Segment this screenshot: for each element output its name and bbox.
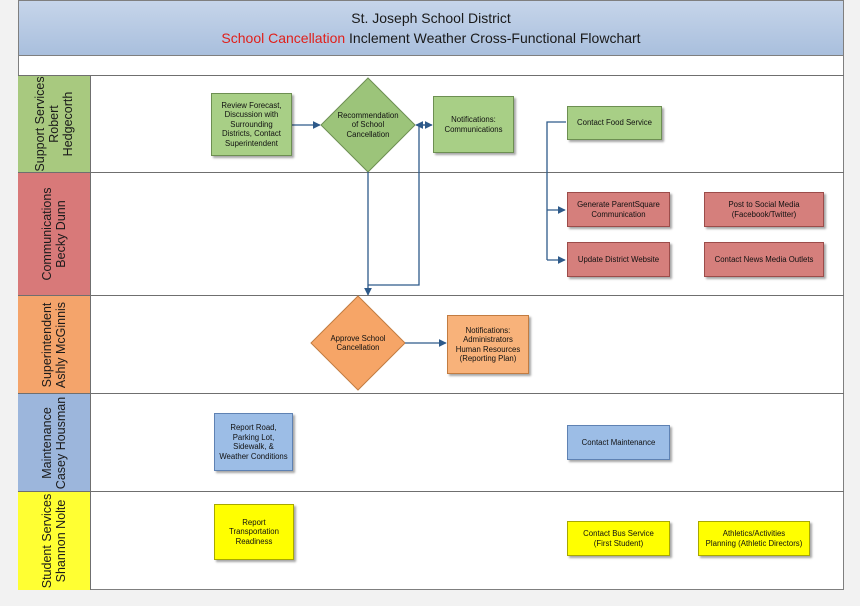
lane-support-services: Support Services Robert Hedgecorth [18,75,844,173]
lane-label-maintenance: Maintenance Casey Housman [18,394,91,491]
subtitle-highlight: School Cancellation [221,30,346,46]
athletics-planning-box[interactable]: Athletics/Activities Planning (Athletic … [698,521,810,556]
lane-superintendent: Superintendent Ashly McGinnis [18,296,844,394]
approve-label: Approve School Cancellation [330,333,386,353]
notifications-administrators-box[interactable]: Notifications: Administrators Human Reso… [447,315,529,374]
diagram-subtitle: School Cancellation Inclement Weather Cr… [19,30,843,46]
contact-bus-service-box[interactable]: Contact Bus Service (First Student) [567,521,670,556]
arrow-approve-feedback [368,124,430,286]
review-forecast-box[interactable]: Review Forecast, Discussion with Surroun… [211,93,292,156]
subtitle-rest: Inclement Weather Cross-Functional Flowc… [345,30,641,46]
update-district-website-box[interactable]: Update District Website [567,242,670,277]
report-transportation-box[interactable]: Report Transportation Readiness [214,504,294,560]
report-road-conditions-box[interactable]: Report Road, Parking Lot, Sidewalk, & We… [214,413,293,471]
generate-parentsquare-box[interactable]: Generate ParentSquare Communication [567,192,670,227]
lane-label-student-services: Student Services Shannon Nolte [18,492,91,590]
lane-label-support-services: Support Services Robert Hedgecorth [18,76,91,172]
lane-maintenance: Maintenance Casey Housman [18,394,844,492]
lane-student-services: Student Services Shannon Nolte [18,492,844,590]
contact-food-service-box[interactable]: Contact Food Service [567,106,662,140]
contact-maintenance-box[interactable]: Contact Maintenance [567,425,670,460]
contact-news-media-box[interactable]: Contact News Media Outlets [704,242,824,277]
recommendation-label: Recommendation of School Cancellation [337,110,399,139]
lane-label-communications: Communications Becky Dunn [18,173,91,295]
lane-communications: Communications Becky Dunn [18,173,844,296]
diagram-title: St. Joseph School District [351,10,511,26]
lane-label-superintendent: Superintendent Ashly McGinnis [18,296,91,393]
diagram-header: St. Joseph School District School Cancel… [18,0,844,56]
approve-diamond[interactable] [310,295,406,391]
arrow-branch-food [546,121,566,260]
notifications-communications-box[interactable]: Notifications: Communications [433,96,514,153]
post-social-media-box[interactable]: Post to Social Media (Facebook/Twitter) [704,192,824,227]
